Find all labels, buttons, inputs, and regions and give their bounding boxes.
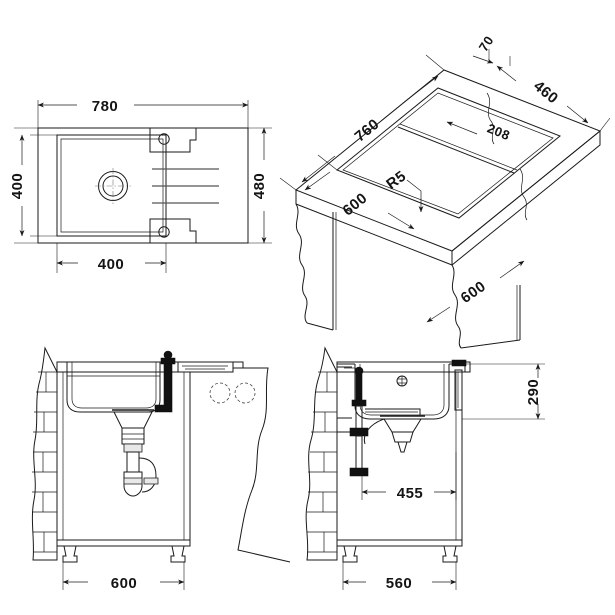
side-tap-fitting [154,350,176,413]
side-right-panel [232,367,291,563]
front-dim-560: 560 [342,575,457,592]
iso-extension-lines [279,49,611,191]
side-dim-600: 600 [62,575,185,592]
iso-dim-70: 70 [472,33,497,64]
side-brick-wall [31,346,58,561]
iso-edge-wave [486,92,528,221]
front-dim-455: 455 [361,485,457,502]
plan-dim-400-depth: 400 [9,134,26,237]
iso-dim-70-label: 70 [476,33,497,54]
plan-dim-400-width-label: 400 [98,256,125,273]
iso-cabinet-body [295,203,521,349]
side-cabinet-foot-left [62,545,78,563]
view-section-side: 600 [31,346,291,592]
front-dim-290: 290 [525,363,542,420]
front-extension-lines [342,363,545,590]
front-cabinet-carcass [336,372,463,547]
front-waste-fitting [363,415,425,453]
front-cabinet-foot-right [442,545,458,563]
side-extension-lines [62,562,185,590]
side-waste-trap [112,409,159,497]
front-tap-column [337,366,421,477]
plan-mounting-clip-bottom [149,218,197,244]
view-plan: 780 400 480 400 [9,98,272,273]
side-dim-600-label: 600 [111,575,138,592]
side-cabinet-foot-right [170,545,186,563]
iso-cutout-opening [336,87,561,219]
plan-drain-outlet-icon [95,168,131,204]
plan-dim-780: 780 [37,98,249,115]
view-isometric: 760 70 460 208 R5 600 [279,33,611,349]
front-brick-wall [305,346,338,561]
plan-drainer-grooves [152,168,219,204]
plan-dim-480: 480 [251,127,268,244]
side-drainer [178,361,233,370]
side-hidden-holes [209,382,256,404]
iso-cutout-divider [397,123,518,174]
front-worktop [336,361,471,373]
front-cabinet-foot-left [342,545,358,563]
front-dim-290-label: 290 [525,379,542,406]
side-cabinet-carcass [56,372,191,547]
plan-dim-780-label: 780 [92,98,119,115]
plan-dim-400-width: 400 [56,256,167,273]
front-dim-455-label: 455 [397,485,424,502]
front-dim-560-label: 560 [386,575,413,592]
plan-dim-400-depth-label: 400 [9,173,26,200]
front-drain-outlet-icon [396,375,408,387]
view-section-front: 290 455 560 [305,346,545,592]
plan-dim-480-label: 480 [251,173,268,200]
plan-mounting-clip-top [149,127,197,153]
